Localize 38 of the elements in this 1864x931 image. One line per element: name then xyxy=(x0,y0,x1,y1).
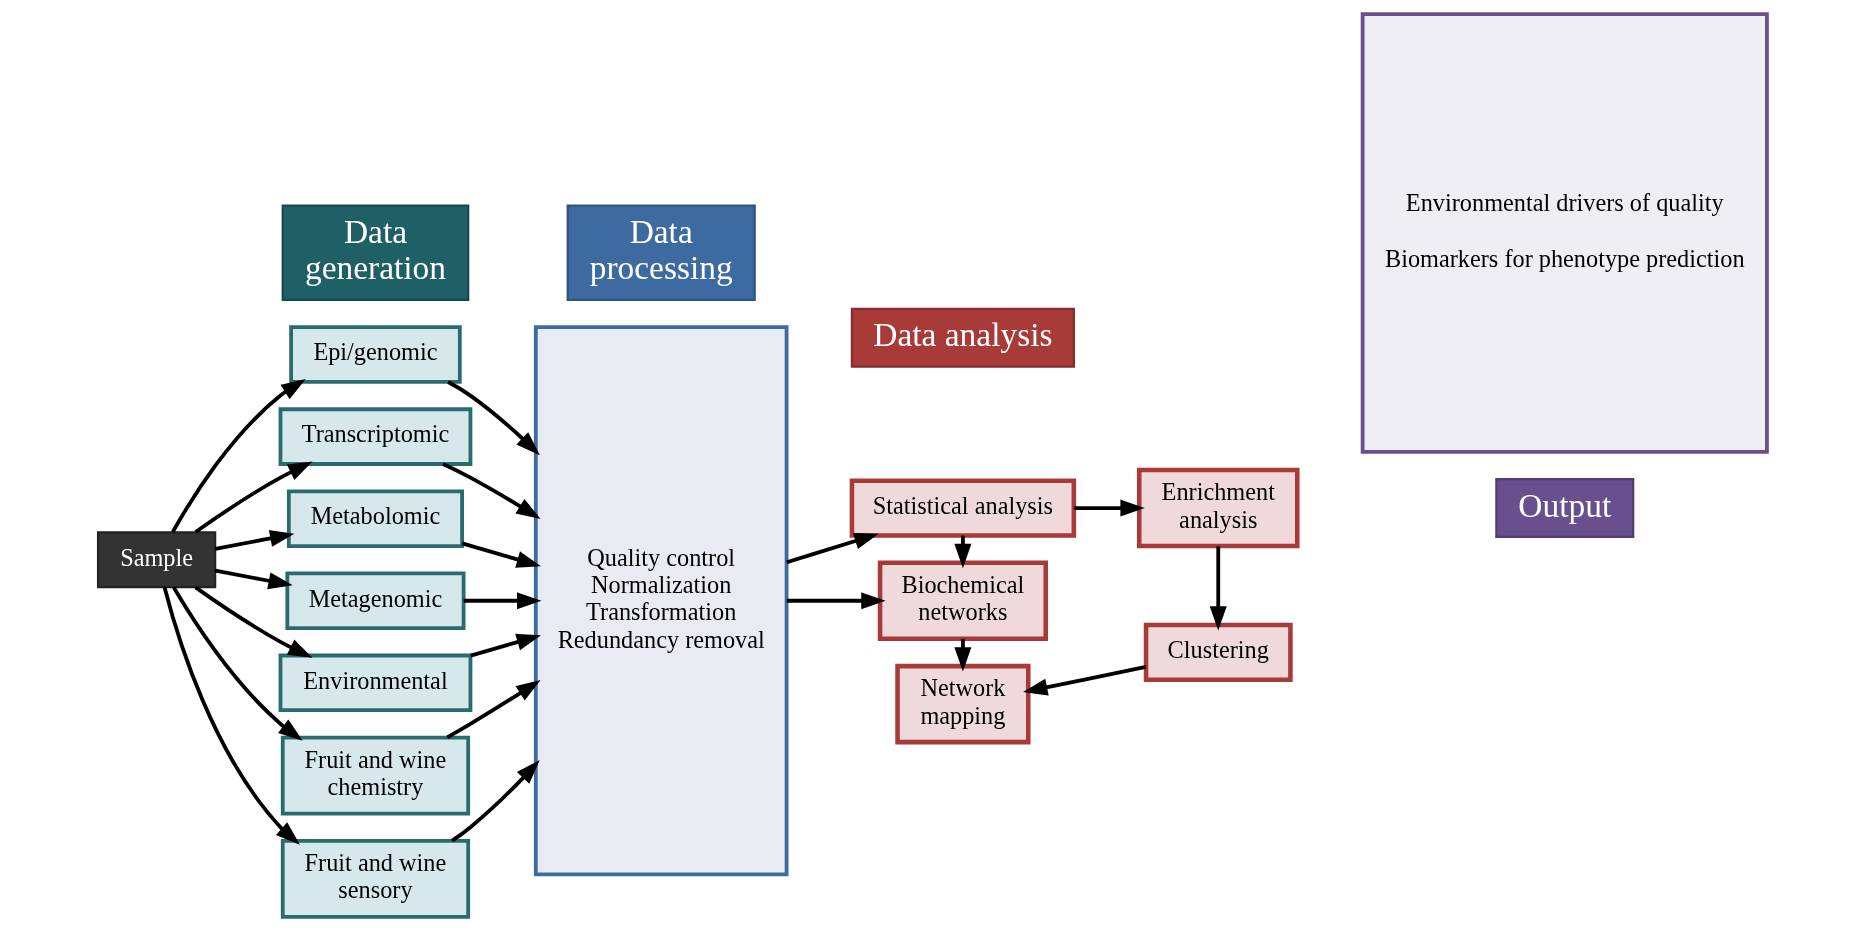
node-box: Transcriptomic xyxy=(278,407,472,466)
arrow xyxy=(194,585,313,658)
arrow xyxy=(162,586,300,845)
node-box: Environmental xyxy=(278,653,472,713)
arrow xyxy=(450,760,540,843)
arrow xyxy=(786,592,886,610)
node-box: Data processing xyxy=(566,204,756,301)
node-box: Metagenomic xyxy=(284,571,465,631)
arrow xyxy=(785,532,879,565)
arrow xyxy=(463,592,541,610)
node-box: Clustering xyxy=(1143,622,1293,683)
arrow xyxy=(1073,499,1145,517)
arrow xyxy=(214,530,294,551)
arrow xyxy=(446,380,540,456)
node-box: Epi/genomic xyxy=(288,325,462,384)
arrow xyxy=(171,586,303,741)
node-box: Network mapping xyxy=(894,663,1031,745)
node-box: Output xyxy=(1494,478,1634,539)
arrow xyxy=(461,541,541,568)
node-box: Metabolomic xyxy=(286,489,464,548)
arrow xyxy=(214,568,293,590)
node-box: Environmental drivers of quality Biomarkers for phenotype prediction xyxy=(1360,12,1769,454)
node-box: Enrichment analysis xyxy=(1136,467,1300,549)
arrow xyxy=(1209,546,1227,631)
node-box: Sample xyxy=(96,531,216,589)
node-box: Fruit and wine chemistry xyxy=(280,735,470,816)
arrow xyxy=(441,462,541,520)
node-box: Statistical analysis xyxy=(849,478,1076,538)
node-box: Quality control Normalization Transformation Redundancy removal xyxy=(533,325,788,877)
arrow xyxy=(1022,665,1146,696)
arrow xyxy=(170,379,306,533)
node-box: Data analysis xyxy=(850,307,1075,368)
node-box: Fruit and wine sensory xyxy=(280,839,470,919)
arrow xyxy=(469,633,541,658)
node-box: Data generation xyxy=(281,204,469,301)
node-box: Biochemical networks xyxy=(877,560,1048,642)
arrow xyxy=(445,680,541,740)
arrow xyxy=(194,461,313,534)
